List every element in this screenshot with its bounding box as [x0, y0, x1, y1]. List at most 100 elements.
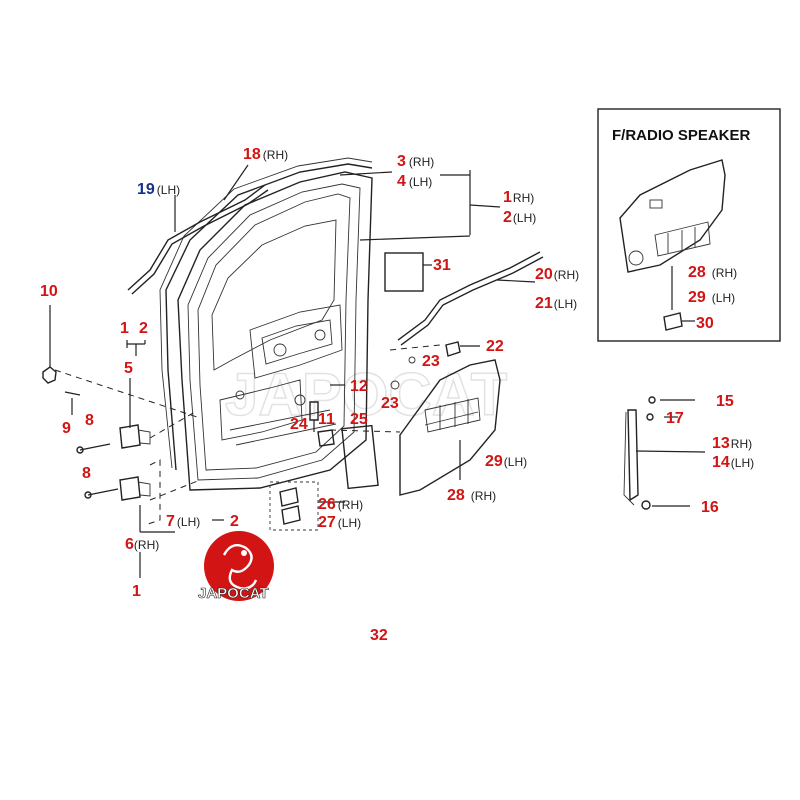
- svg-text:26(RH): 26(RH): [318, 496, 363, 513]
- japocat-logo: JAPOCAT: [198, 531, 274, 602]
- callout-suffix: (RH): [263, 148, 288, 162]
- callout-num: 17: [666, 410, 684, 427]
- svg-text:24: 24: [290, 416, 308, 433]
- svg-text:13RH): 13RH): [712, 435, 752, 452]
- callout-num: 19: [137, 181, 155, 198]
- svg-text:16: 16: [701, 499, 719, 516]
- svg-text:18(RH): 18(RH): [243, 146, 288, 163]
- callout-num: 8: [85, 412, 94, 429]
- svg-text:11: 11: [318, 411, 335, 428]
- callout-num: 29: [688, 289, 706, 306]
- callout-num: 2: [503, 209, 512, 226]
- svg-text:22: 22: [486, 338, 504, 355]
- svg-text:21(LH): 21(LH): [535, 295, 577, 312]
- callout-num: 28: [688, 264, 706, 281]
- callout-suffix: (RH): [712, 266, 737, 280]
- callout-num: 1: [120, 320, 129, 337]
- svg-text:1RH): 1RH): [503, 189, 534, 206]
- callout-num: 21: [535, 295, 553, 312]
- part-26-27-group: [269, 481, 345, 531]
- callout-num: 2: [230, 513, 239, 530]
- callout-suffix: (LH): [554, 297, 577, 311]
- svg-text:20(RH): 20(RH): [535, 266, 579, 283]
- callout-suffix: (RH): [338, 498, 363, 512]
- page-number: 32: [370, 627, 388, 644]
- callout-num: 24: [290, 416, 308, 433]
- callout-num: 1: [132, 583, 141, 600]
- logo-circle: [204, 531, 274, 601]
- svg-text:12: 12: [350, 378, 368, 395]
- part-24-11-12: [309, 384, 345, 447]
- callout-num: 2: [139, 320, 148, 337]
- part-25-pad: [341, 424, 379, 490]
- svg-text:30: 30: [696, 315, 714, 332]
- callout-num: 11: [318, 411, 335, 428]
- callout-num: 10: [40, 283, 58, 300]
- callout-suffix: (LH): [157, 183, 180, 197]
- callout-suffix: (LH): [712, 291, 735, 305]
- callout-suffix: (LH): [409, 175, 432, 189]
- part-13-17-assembly: [623, 396, 706, 510]
- svg-text:1: 1: [132, 583, 141, 600]
- door-weatherstrip: [165, 163, 373, 471]
- callout-suffix: (RH): [409, 155, 434, 169]
- callout-suffix: (LH): [338, 516, 361, 530]
- callout-num: 22: [486, 338, 504, 355]
- callout-num: 23: [381, 395, 399, 412]
- callout-suffix: (RH): [471, 489, 496, 503]
- belt-strip-20-21: [397, 251, 544, 346]
- part-31-pad: [384, 252, 424, 292]
- callout-num: 1: [503, 189, 512, 206]
- callout-num: 5: [124, 360, 133, 377]
- callout-suffix: (RH): [134, 538, 159, 552]
- radio-speaker-inset: [597, 108, 781, 342]
- callout-suffix: (LH): [177, 515, 200, 529]
- leader-1-2: [339, 170, 501, 241]
- callout-num: 26: [318, 496, 336, 513]
- callout-num: 8: [82, 465, 91, 482]
- svg-text:5: 5: [124, 360, 133, 377]
- svg-text:29(LH): 29(LH): [485, 453, 527, 470]
- callout-suffix: (RH): [554, 268, 579, 282]
- callout-num: 28: [447, 487, 465, 504]
- svg-text:4(LH): 4(LH): [397, 173, 432, 190]
- svg-text:19(LH): 19(LH): [137, 181, 180, 198]
- svg-text:28(RH): 28 (RH): [447, 487, 496, 504]
- callout-num: 9: [62, 420, 71, 437]
- callout-num: 13: [712, 435, 730, 452]
- svg-text:15: 15: [716, 393, 734, 410]
- svg-text:2(LH): 2(LH): [503, 209, 536, 226]
- svg-text:8: 8: [82, 465, 91, 482]
- callout-num: 4: [397, 173, 406, 190]
- belt-strip-18-19: [127, 164, 269, 295]
- callout-num: 30: [696, 315, 714, 332]
- callout-num: 31: [433, 257, 451, 274]
- inset-title: F/RADIO SPEAKER: [612, 127, 751, 144]
- callout-num: 20: [535, 266, 553, 283]
- door-hinges: [42, 305, 224, 578]
- svg-text:28(RH): 28 (RH): [688, 264, 737, 281]
- callout-suffix: (LH): [731, 456, 754, 470]
- callout-suffix: RH): [513, 191, 534, 205]
- svg-text:23: 23: [381, 395, 399, 412]
- svg-text:3(RH): 3(RH): [397, 153, 434, 170]
- callout-num: 29: [485, 453, 503, 470]
- svg-text:10: 10: [40, 283, 58, 300]
- svg-text:14(LH): 14(LH): [712, 454, 754, 471]
- svg-text:29(LH): 29 (LH): [688, 289, 735, 306]
- callout-num: 6: [125, 536, 134, 553]
- logo-text: JAPOCAT: [198, 585, 269, 602]
- callout-num: 18: [243, 146, 261, 163]
- svg-text:17: 17: [666, 410, 684, 427]
- door-trim-panel: [399, 359, 501, 496]
- callout-num: 14: [712, 454, 730, 471]
- svg-text:31: 31: [433, 257, 451, 274]
- callout-num: 15: [716, 393, 734, 410]
- svg-text:27(LH): 27(LH): [318, 514, 361, 531]
- callout-num: 12: [350, 378, 368, 395]
- callout-suffix: (LH): [504, 455, 527, 469]
- svg-text:2: 2: [139, 320, 148, 337]
- svg-text:1: 1: [120, 320, 129, 337]
- part-22-clip: [445, 341, 461, 357]
